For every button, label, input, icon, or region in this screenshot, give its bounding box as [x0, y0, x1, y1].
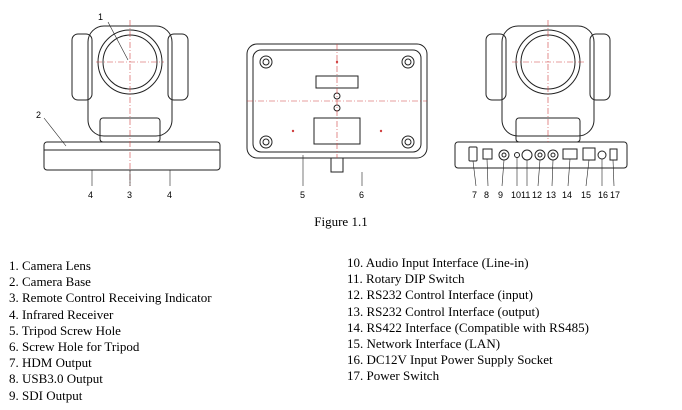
- label-rear-13: 13: [546, 190, 556, 200]
- legend-item: 1. Camera Lens: [9, 258, 91, 273]
- label-base: 2: [36, 110, 41, 120]
- camera-figure: 1 2 4 3 4 5 6: [36, 12, 628, 200]
- label-rear-15: 15: [581, 190, 591, 200]
- legend-item: 5. Tripod Screw Hole: [9, 322, 121, 338]
- label-tripod-hole: 5: [300, 190, 305, 200]
- label-rear-7: 7: [472, 190, 477, 200]
- legend-item: 9. SDI Output: [9, 387, 83, 403]
- label-screw-hole: 6: [359, 190, 364, 200]
- legend-item: 17. Power Switch: [347, 368, 440, 384]
- legend-item: 6. Screw Hole for Tripod: [9, 339, 140, 355]
- legend-item: 3. Remote Control Receiving Indicator: [9, 290, 212, 306]
- label-lens: 1: [98, 12, 103, 22]
- label-rear-12: 12: [532, 190, 542, 200]
- label-rear-17: 17: [610, 190, 620, 200]
- legend-item: 4. Infrared Receiver: [9, 306, 114, 322]
- label-rear-8: 8: [484, 190, 489, 200]
- label-rear-14: 14: [562, 190, 572, 200]
- legend-item: 10. Audio Input Interface (Line-in): [347, 255, 529, 270]
- label-infrared-right: 4: [167, 190, 172, 200]
- label-rear-16: 16: [598, 190, 608, 200]
- label-infrared-left: 4: [88, 190, 93, 200]
- legend-item: 14. RS422 Interface (Compatible with RS4…: [347, 319, 589, 335]
- legend-item: 11. Rotary DIP Switch: [347, 271, 465, 287]
- label-rear-11: 11: [521, 190, 530, 200]
- legend-item: 12. RS232 Control Interface (input): [347, 287, 533, 303]
- legend-item: 16. DC12V Input Power Supply Socket: [347, 352, 553, 368]
- rear-view: [454, 25, 628, 169]
- legend-item: 13. RS232 Control Interface (output): [347, 303, 540, 319]
- legend-item: 8. USB3.0 Output: [9, 371, 103, 387]
- legend-item: 2. Camera Base: [9, 274, 91, 290]
- legend-item: 15. Network Interface (LAN): [347, 336, 501, 352]
- parts-list-right: 10. Audio Input Interface (Line-in)11. R…: [347, 255, 589, 385]
- legend-item: 7. HDM Output: [9, 355, 92, 371]
- label-rear-9: 9: [498, 190, 503, 200]
- figure-caption: Figure 1.1: [314, 214, 368, 229]
- label-rear-10: 10: [511, 190, 521, 200]
- label-remote-indicator: 3: [127, 190, 132, 200]
- front-view: [43, 25, 221, 171]
